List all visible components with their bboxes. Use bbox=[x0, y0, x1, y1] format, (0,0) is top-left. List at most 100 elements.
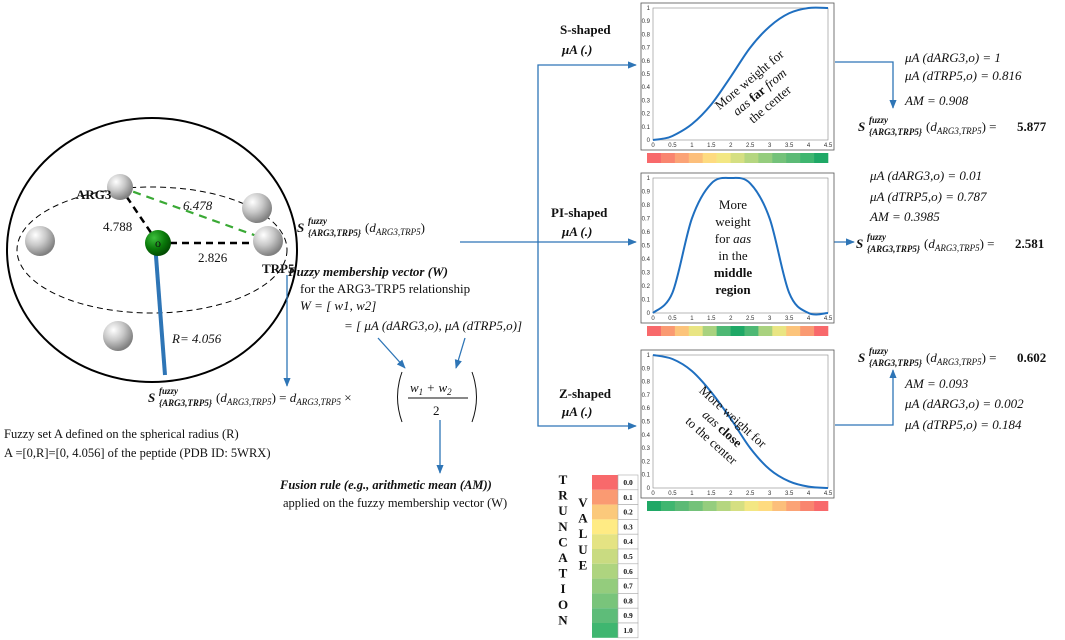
color-band-cell bbox=[674, 153, 690, 163]
svg-text:μA (dTRP5,o) = 0.787: μA (dTRP5,o) = 0.787 bbox=[869, 189, 987, 204]
svg-text:(dARG3,TRP5): (dARG3,TRP5) bbox=[365, 220, 425, 237]
y-tick-label: 0.9 bbox=[642, 366, 651, 372]
arg3-trp5-edge bbox=[119, 185, 269, 242]
svg-text:(dARG3,TRP5) =: (dARG3,TRP5) = bbox=[926, 350, 997, 367]
x-tick-label: 3 bbox=[768, 316, 772, 322]
x-tick-label: 4 bbox=[807, 143, 811, 149]
truncation-letter: A bbox=[558, 550, 568, 565]
svg-text:(dARG3,TRP5) =: (dARG3,TRP5) = bbox=[926, 119, 997, 136]
x-tick-label: 3 bbox=[768, 143, 772, 149]
y-tick-label: 0.3 bbox=[642, 446, 651, 452]
y-tick-label: 0.8 bbox=[642, 203, 651, 209]
svg-text:for aas: for aas bbox=[715, 231, 751, 246]
radius-label: R= 4.056 bbox=[171, 331, 222, 346]
color-band-cell bbox=[800, 501, 815, 511]
chart-frame bbox=[640, 2, 835, 151]
pi-mu-label: μA (.) bbox=[561, 224, 592, 239]
svg-text:(dARG3,TRP5) = dARG3,TRP5 ×: (dARG3,TRP5) = dARG3,TRP5 × bbox=[216, 390, 352, 407]
color-band-cell bbox=[800, 153, 815, 163]
color-band-cell bbox=[702, 501, 717, 511]
truncation-value: 0.7 bbox=[623, 582, 633, 591]
color-band-cell bbox=[744, 153, 759, 163]
svg-text:AM = 0.3985: AM = 0.3985 bbox=[869, 209, 940, 224]
value-letter: A bbox=[578, 511, 588, 526]
truncation-color-cell bbox=[592, 578, 618, 594]
x-tick-label: 1 bbox=[690, 143, 694, 149]
x-tick-label: 2.5 bbox=[746, 491, 755, 497]
y-tick-label: 0.8 bbox=[642, 380, 651, 386]
color-band-cell bbox=[730, 153, 745, 163]
color-band-cell bbox=[702, 326, 717, 336]
svg-text:5.877: 5.877 bbox=[1017, 119, 1047, 134]
color-band-cell bbox=[688, 501, 703, 511]
y-tick-label: 0.7 bbox=[642, 46, 651, 52]
z-mu-label: μA (.) bbox=[561, 404, 592, 419]
s-score: S fuzzy {ARG3,TRP5} (dARG3,TRP5) = 5.877 bbox=[858, 115, 1047, 137]
svg-text:μA (dTRP5,o) = 0.184: μA (dTRP5,o) = 0.184 bbox=[904, 417, 1022, 432]
y-tick-label: 0.4 bbox=[642, 85, 651, 91]
s-mu-label: μA (.) bbox=[561, 42, 592, 57]
x-tick-label: 0.5 bbox=[668, 491, 677, 497]
color-band-cell bbox=[744, 326, 759, 336]
y-tick-label: 0.5 bbox=[642, 244, 651, 250]
svg-text:0.602: 0.602 bbox=[1017, 350, 1046, 365]
y-tick-label: 0.5 bbox=[642, 72, 651, 78]
color-band-cell bbox=[647, 153, 662, 163]
center-atom bbox=[145, 230, 171, 256]
y-tick-label: 0.4 bbox=[642, 433, 651, 439]
pi-chart-note: More weight for aas in the middle region bbox=[714, 197, 753, 297]
truncation-color-cell bbox=[592, 623, 618, 638]
s-fuzzy-main: S fuzzy {ARG3,TRP5} (dARG3,TRP5) bbox=[297, 216, 425, 238]
color-band-cell bbox=[786, 501, 801, 511]
svg-text:AM = 0.093: AM = 0.093 bbox=[904, 376, 969, 391]
value-letter: E bbox=[579, 557, 588, 572]
color-band-cell bbox=[758, 153, 773, 163]
x-tick-label: 4 bbox=[807, 491, 811, 497]
flow-arrows bbox=[283, 61, 897, 474]
y-tick-label: 0.7 bbox=[642, 393, 651, 399]
y-tick-label: 0.3 bbox=[642, 271, 651, 277]
fuzzy-set-line1: Fuzzy set A defined on the spherical rad… bbox=[4, 427, 239, 441]
svg-text:region: region bbox=[715, 282, 751, 297]
sphere-outline bbox=[6, 117, 298, 383]
x-tick-label: 1 bbox=[690, 316, 694, 322]
x-tick-label: 2.5 bbox=[746, 143, 755, 149]
y-tick-label: 0.5 bbox=[642, 420, 651, 426]
atom bbox=[25, 226, 55, 256]
membership-vector-block: Fuzzy membership vector (W) for the ARG3… bbox=[287, 264, 522, 333]
svg-text:fuzzy: fuzzy bbox=[869, 346, 889, 356]
color-band-cell bbox=[702, 153, 717, 163]
svg-text:w1 + w2: w1 + w2 bbox=[410, 380, 452, 397]
truncation-letter: T bbox=[559, 566, 568, 581]
x-tick-label: 2.5 bbox=[746, 316, 755, 322]
arrow-w1 bbox=[377, 337, 406, 369]
membership-curve bbox=[652, 354, 829, 489]
membership-line2: for the ARG3-TRP5 relationship bbox=[300, 281, 470, 296]
truncation-value-cell bbox=[617, 622, 639, 639]
x-tick-label: 3.5 bbox=[785, 143, 794, 149]
plot-area bbox=[652, 7, 829, 141]
color-band-cell bbox=[800, 326, 815, 336]
x-tick-label: 3 bbox=[768, 491, 772, 497]
y-tick-label: 0.6 bbox=[642, 230, 651, 236]
x-tick-label: 0.5 bbox=[668, 316, 677, 322]
svg-text:S: S bbox=[148, 390, 155, 405]
color-band-cell bbox=[647, 326, 662, 336]
x-tick-label: 3.5 bbox=[785, 316, 794, 322]
x-tick-label: 4.5 bbox=[824, 491, 833, 497]
svg-text:S: S bbox=[856, 236, 863, 251]
radius-line bbox=[153, 242, 167, 376]
svg-text:fuzzy: fuzzy bbox=[308, 216, 328, 226]
color-band-cell bbox=[688, 326, 703, 336]
color-band-cell bbox=[814, 501, 829, 511]
y-tick-label: 0.4 bbox=[642, 257, 651, 263]
arg3-label: ARG3 bbox=[76, 187, 112, 202]
color-band-cell bbox=[647, 501, 662, 511]
membership-line4: = [ μA (dARG3,o), μA (dTRP5,o)] bbox=[344, 318, 522, 333]
truncation-letter: N bbox=[558, 519, 568, 534]
color-band-cell bbox=[772, 501, 787, 511]
color-band-cell bbox=[814, 153, 829, 163]
